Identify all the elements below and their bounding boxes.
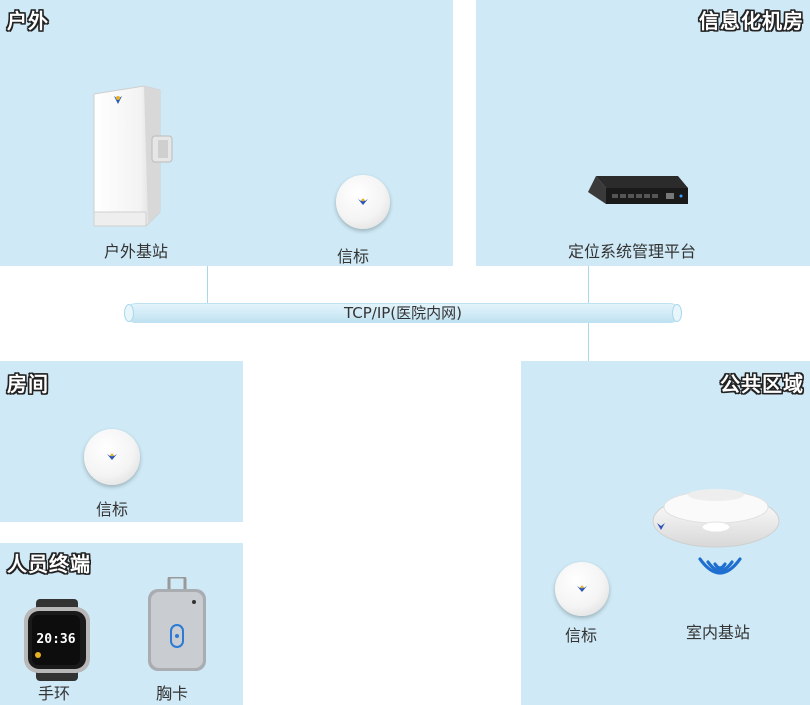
public-area-title: 公共区域 (720, 372, 804, 396)
outdoor-title: 户外 (7, 9, 49, 33)
wireless-signal-icon (698, 557, 742, 575)
bus-end-left (124, 304, 134, 322)
public-area-panel: 公共区域 室内基站 信标 (521, 361, 810, 705)
room-title: 房间 (7, 372, 49, 396)
network-bus: TCP/IP(医院内网) (124, 303, 682, 323)
outdoor-beacon-icon (336, 175, 390, 229)
outdoor-panel: 户外 户外基站 信标 (0, 0, 453, 266)
indoor-station-label: 室内基站 (686, 623, 751, 642)
indoor-base-station-icon (652, 489, 780, 548)
public-area-beacon-icon (555, 562, 609, 616)
it-room-connector-line (588, 266, 589, 303)
personnel-title: 人员终端 (7, 552, 91, 576)
room-beacon-icon (84, 429, 140, 485)
room-panel: 房间 信标 (0, 361, 243, 522)
bracelet-label: 手环 (38, 684, 71, 703)
personnel-panel: 人员终端 20:36 手环 胸卡 (0, 543, 243, 705)
public-area-beacon-label: 信标 (565, 626, 598, 645)
badge-card-icon (148, 577, 206, 671)
outdoor-connector-line (207, 266, 208, 303)
badge-label: 胸卡 (156, 684, 189, 703)
bracelet-time: 20:36 (36, 632, 75, 647)
outdoor-base-station-icon (93, 85, 173, 227)
platform-label: 定位系统管理平台 (568, 242, 697, 261)
public-area-connector-line (588, 323, 589, 361)
it-room-panel: 信息化机房 定位系统管理平台 (476, 0, 810, 266)
server-platform-icon (588, 176, 688, 204)
room-beacon-label: 信标 (96, 500, 129, 519)
bus-end-right (672, 304, 682, 322)
outdoor-base-station-label: 户外基站 (104, 242, 169, 261)
smart-bracelet-icon: 20:36 (24, 599, 90, 681)
it-room-title: 信息化机房 (699, 9, 804, 33)
outdoor-beacon-label: 信标 (337, 247, 370, 266)
network-bus-label: TCP/IP(医院内网) (343, 304, 463, 322)
